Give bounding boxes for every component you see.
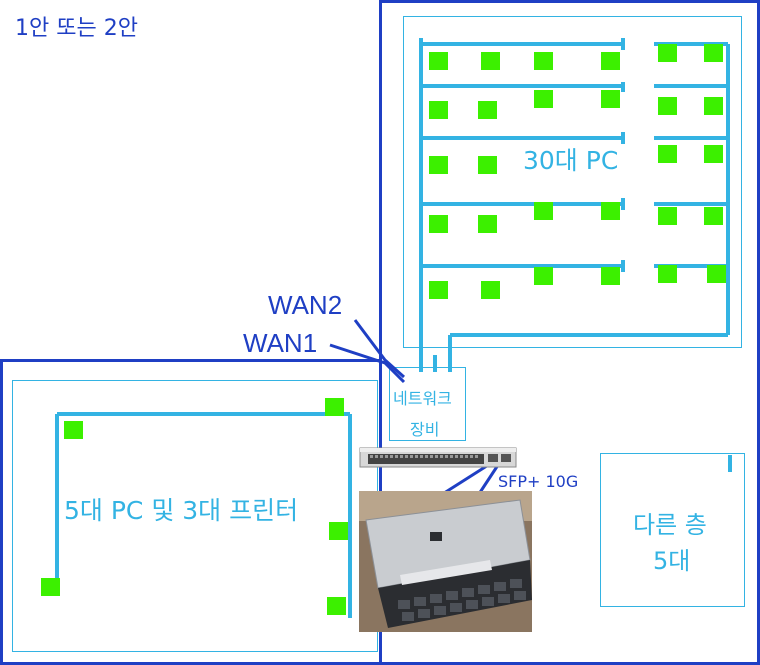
wan1-label: WAN1 [243,328,318,358]
room-30pc-label: 30대 PC [521,141,621,177]
pc-stations-5 [41,398,348,615]
other-floor-label-line2: 5대 [653,547,691,575]
room-5pc-label: 5대 PC 및 3대 프린터 [64,496,299,525]
network-device-label-line1: 네트워크 [393,385,452,409]
wiring-5pc [55,412,352,618]
other-floor-label-line1: 다른 층 [633,511,707,539]
wan2-label: WAN2 [268,290,343,320]
server-image [359,491,532,632]
network-device-label-line2: 장비 [410,420,440,439]
network-switch [359,447,517,468]
network-device-box [389,367,466,441]
wan-lines [329,319,406,384]
wiring-30pc [419,38,732,472]
upper-zone-border [379,0,760,665]
pc-stations-30 [429,44,726,299]
diagram-title: 1안 또는 2안 [15,16,138,41]
other-floor-box [600,453,745,607]
sfp-label: SFP+ 10G [498,472,579,491]
room-30pc-box [403,16,742,348]
